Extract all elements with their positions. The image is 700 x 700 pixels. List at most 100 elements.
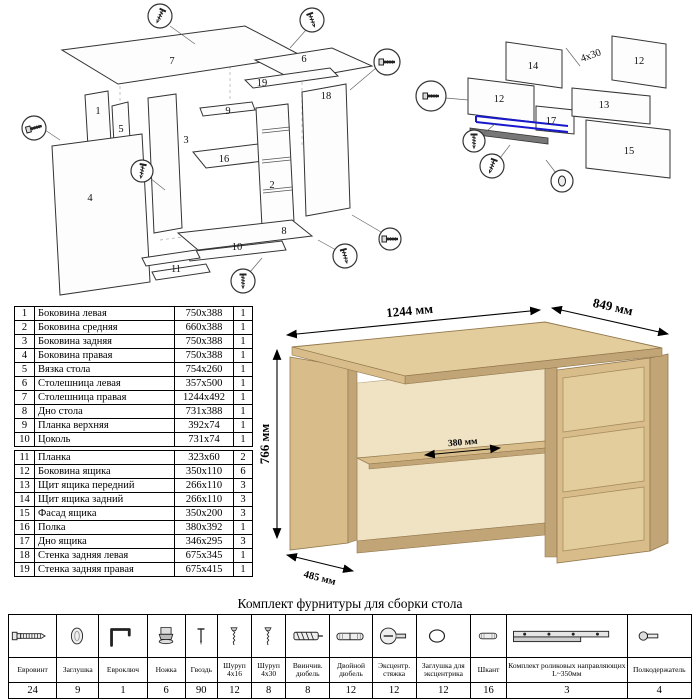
parts-cell-name: Щит ящика задний — [34, 492, 175, 507]
parts-cell-name: Фасад ящика — [34, 506, 175, 521]
svg-text:4x30: 4x30 — [579, 47, 602, 65]
parts-cell-name: Дно стола — [34, 404, 175, 419]
parts-cell-num: 17 — [14, 534, 35, 549]
dim-line-depth — [550, 305, 670, 337]
parts-cell-size: 660x388 — [174, 320, 234, 335]
hardware-item-name: Евровинт — [7, 657, 58, 683]
panel-back-left-18 — [301, 83, 351, 217]
hardware-item-qty: 12 — [415, 682, 471, 699]
parts-cell-qty: 1 — [233, 432, 253, 447]
hardware-item-name: Эксцентр. стяжка — [371, 657, 417, 683]
cam-cap-icon — [415, 614, 471, 658]
hardware-kit-section: Комплект фурнитуры для сборки стола Евро… — [7, 596, 693, 699]
callout-leader — [169, 25, 196, 45]
parts-cell-size: 675x345 — [174, 548, 234, 563]
hardware-item-name: Полкодержатель — [626, 657, 693, 683]
parts-cell-name: Планка верхняя — [34, 418, 175, 433]
callout-leader — [545, 159, 557, 174]
hardware-item-name: Комплект роликовых направляющих L~350мм — [506, 657, 628, 683]
parts-cell-size: 754x260 — [174, 362, 234, 377]
eurovint-icon — [7, 614, 58, 658]
hardware-item-name: Шуруп 4x16 — [216, 657, 253, 683]
cap-icon — [558, 175, 566, 187]
parts-cell-num: 14 — [14, 492, 35, 507]
desk-left-leg-edge — [347, 364, 358, 544]
hardware-callout — [479, 153, 505, 179]
hardware-title: Комплект фурнитуры для сборки стола — [237, 596, 463, 611]
drawer-unit-left-wall — [544, 362, 558, 558]
parts-cell-name: Боковина левая — [34, 306, 175, 321]
threaded-dowel-icon — [285, 614, 331, 658]
parts-cell-name: Столешница правая — [34, 390, 175, 405]
parts-cell-num: 8 — [14, 404, 35, 419]
parts-cell-num: 18 — [14, 548, 35, 563]
hardware-callout — [378, 227, 402, 251]
hardware-item-name: Гвоздь — [184, 657, 218, 683]
parts-cell-qty: 1 — [233, 562, 253, 577]
leg-icon — [146, 614, 186, 658]
parts-cell-num: 19 — [14, 562, 35, 577]
parts-cell-num: 13 — [14, 478, 35, 493]
hardware-icon-row — [7, 614, 693, 658]
parts-cell-num: 5 — [14, 362, 35, 377]
part-label: 8 — [281, 226, 286, 237]
desk-illustration — [289, 321, 669, 564]
hardware-item-qty: 90 — [184, 682, 218, 699]
parts-cell-name: Боковина задняя — [34, 334, 175, 349]
part-label: 17 — [546, 116, 557, 127]
part-label: 13 — [599, 100, 610, 111]
parts-cell-name: Цоколь — [34, 432, 175, 447]
part-label: 5 — [118, 124, 123, 135]
parts-cell-size: 750x388 — [174, 306, 234, 321]
dim-shelf-label: 380 мм — [448, 437, 479, 450]
part-label: 19 — [257, 78, 268, 89]
hardware-item-qty: 16 — [469, 682, 508, 699]
screw-size-note: 4x30 — [565, 47, 603, 67]
cap-icon — [56, 614, 100, 658]
hardware-callout — [332, 243, 358, 269]
dim-line-leg — [285, 553, 355, 573]
desk-dimension-drawing: 1244 мм 849 мм 766 мм 380 мм 485 мм — [257, 295, 670, 588]
drawer-rails-marks — [261, 126, 293, 194]
panel-top-left-6 — [253, 47, 374, 81]
parts-cell-size: 675x415 — [174, 562, 234, 577]
drawer-facade-15 — [585, 119, 671, 179]
parts-cell-num: 6 — [14, 376, 35, 391]
dim-height-label: 766 мм — [257, 424, 272, 465]
callout-leader — [317, 239, 337, 251]
exploded-view-desk: 7 6 19 18 5 3 9 16 2 8 10 4 11 1 — [21, 3, 402, 296]
hardware-item-name: Ножка — [146, 657, 186, 683]
hardware-item-qty: 3 — [506, 682, 628, 699]
strip-top-9 — [199, 101, 256, 117]
parts-cell-num: 9 — [14, 418, 35, 433]
parts-cell-name: Планка — [34, 450, 175, 465]
drawer-slide-icon — [506, 614, 628, 658]
parts-cell-num: 11 — [14, 450, 35, 465]
hardware-callout — [415, 80, 447, 112]
screw-icon — [216, 614, 253, 658]
parts-cell-name: Дно ящика — [34, 534, 175, 549]
parts-cell-qty: 1 — [233, 404, 253, 419]
hardware-item-qty: 1 — [98, 682, 148, 699]
panel-side-back-3 — [147, 93, 183, 234]
part-label: 15 — [624, 146, 635, 157]
parts-cell-name: Стенка задняя левая — [34, 548, 175, 563]
parts-cell-name: Столешница левая — [34, 376, 175, 391]
parts-cell-size: 350x110 — [174, 464, 234, 479]
callout-leader — [481, 123, 496, 136]
exploded-view-drawer: 14 12 12 13 17 15 4x30 — [415, 35, 671, 193]
parts-cell-size: 350x200 — [174, 506, 234, 521]
dowel-icon — [469, 614, 508, 658]
hardware-item-name: Заглушка — [56, 657, 100, 683]
